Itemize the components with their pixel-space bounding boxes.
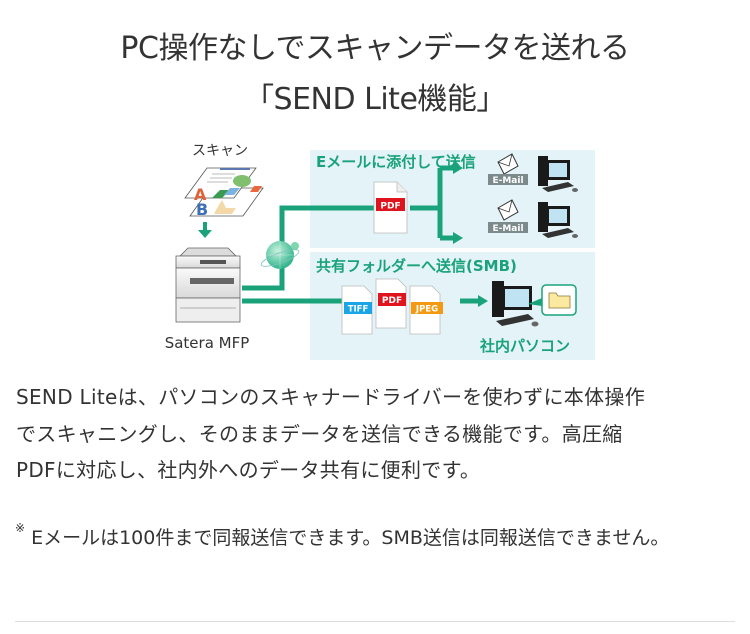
- desktop-computer-icon: [492, 281, 539, 327]
- svg-text:PDF: PDF: [382, 296, 402, 306]
- pdf-file-icon: PDF: [373, 181, 408, 234]
- footnote-mark: ※: [15, 521, 26, 535]
- description-line: PDFに対応し、社内外へのデータ共有に便利です。: [16, 458, 481, 482]
- desktop-computer-icon: [538, 202, 578, 238]
- send-lite-diagram: スキャン A B Satera MFP: [165, 143, 595, 360]
- down-arrow-icon: [198, 222, 212, 238]
- email-section-title: Eメールに添付して送信: [316, 153, 476, 171]
- description-line: SEND Liteは、パソコンのスキャナードライバーを使わずに本体操作: [16, 385, 645, 409]
- scanned-documents-icon: A B: [184, 167, 264, 219]
- tiff-file-icon: TIFF: [341, 285, 373, 335]
- email-recipient-2: E-Mail: [488, 199, 578, 238]
- smb-section-title: 共有フォルダーへ送信(SMB): [316, 257, 517, 275]
- jpeg-file-icon: JPEG: [409, 285, 443, 335]
- mfp-printer-icon: [175, 247, 241, 323]
- arrow-head-icon: [453, 162, 463, 174]
- page-title-line-1: PC操作なしでスキャンデータを送れる: [120, 31, 630, 66]
- desktop-computer-icon: [538, 156, 578, 192]
- scan-label: スキャン: [192, 143, 248, 159]
- svg-text:B: B: [196, 200, 208, 219]
- email-recipient-1: E-Mail: [488, 153, 578, 192]
- envelope-icon: [497, 153, 519, 175]
- arrow-head-icon: [453, 232, 463, 244]
- svg-text:A: A: [194, 185, 207, 204]
- svg-text:PDF: PDF: [380, 202, 400, 212]
- envelope-icon: [497, 199, 519, 221]
- network-globe-icon: [260, 241, 300, 269]
- shared-folder-icon: [528, 284, 577, 316]
- email-badge: E-Mail: [492, 176, 523, 186]
- pdf-file-icon: PDF: [375, 278, 407, 329]
- email-badge: E-Mail: [492, 224, 523, 234]
- footnote-text: Eメールは100件まで同報送信できます。SMB送信は同報送信できません。: [31, 527, 670, 549]
- svg-text:TIFF: TIFF: [348, 305, 369, 315]
- destination-label: 社内パソコン: [479, 337, 570, 355]
- description: SEND Liteは、パソコンのスキャナードライバーを使わずに本体操作 でスキャ…: [16, 379, 746, 489]
- footnote: ※ Eメールは100件まで同報送信できます。SMB送信は同報送信できません。: [15, 521, 670, 550]
- page-title-line-2: 「SEND Lite機能」: [244, 82, 506, 117]
- device-label: Satera MFP: [165, 334, 250, 352]
- arrow-head-icon: [478, 295, 488, 307]
- svg-text:JPEG: JPEG: [415, 305, 438, 315]
- description-line: でスキャニングし、そのままデータを送信できる機能です。高圧縮: [16, 421, 623, 446]
- divider: [15, 621, 735, 622]
